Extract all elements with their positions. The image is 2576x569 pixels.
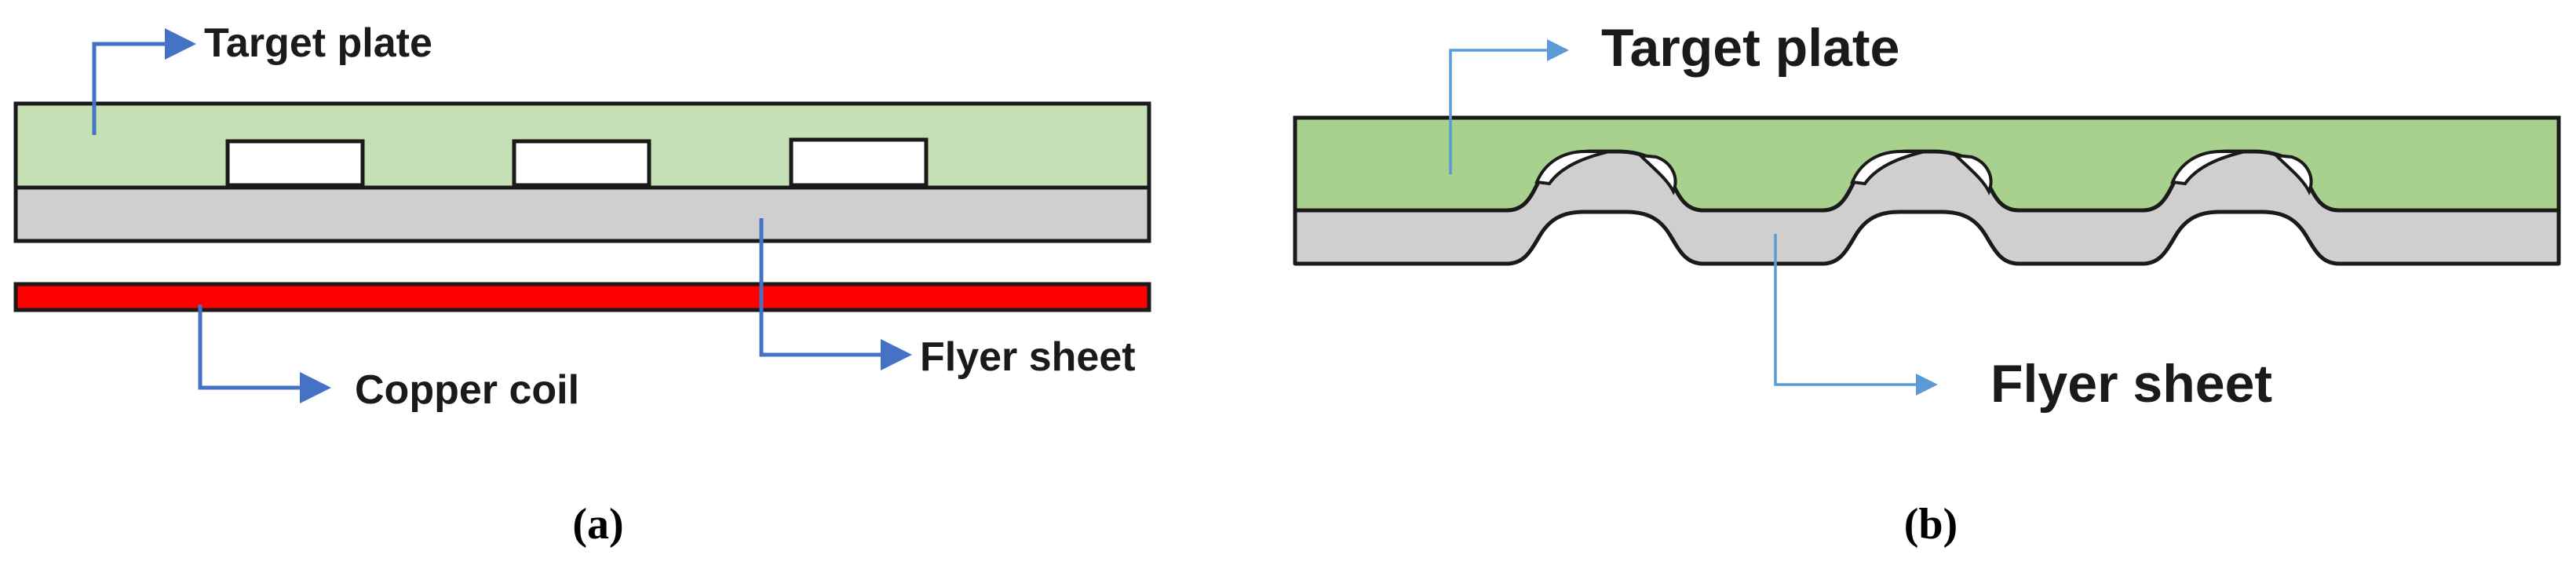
panel-b: Target plate Flyer sheet (b) [1272, 0, 2576, 569]
target-plate-label: Target plate [204, 20, 432, 66]
target-plate-label: Target plate [1601, 18, 1899, 78]
void [2170, 150, 2246, 186]
void [1636, 153, 1677, 195]
void [1534, 150, 1610, 186]
copper-coil-label: Copper coil [355, 367, 579, 413]
flyer-sheet [13, 185, 1151, 243]
flyer-sheet-label: Flyer sheet [1990, 354, 2272, 414]
flyer-sheet [1293, 149, 2561, 266]
panel-a-diagram: Target plate Flyer sheet Copper coil (a) [13, 20, 1151, 549]
void [2271, 153, 2313, 195]
groove [225, 139, 365, 188]
void [1951, 153, 1993, 195]
groove [789, 137, 929, 188]
copper-coil [13, 282, 1151, 312]
void [1850, 150, 1925, 186]
flyer-sheet-label: Flyer sheet [920, 334, 1136, 380]
copper-coil-arrow [198, 305, 331, 403]
target-plate-arrow [92, 28, 196, 135]
target-plate-arrow [1449, 39, 1569, 174]
caption-b: (b) [1904, 500, 1958, 549]
flyer-sheet-arrow [759, 218, 912, 370]
flyer-sheet-arrow [1774, 234, 1938, 396]
caption-a: (a) [572, 500, 623, 549]
panel-b-diagram: Target plate Flyer sheet (b) [1293, 18, 2561, 549]
groove [512, 139, 651, 188]
panel-a: Target plate Flyer sheet Copper coil (a) [0, 0, 1209, 569]
